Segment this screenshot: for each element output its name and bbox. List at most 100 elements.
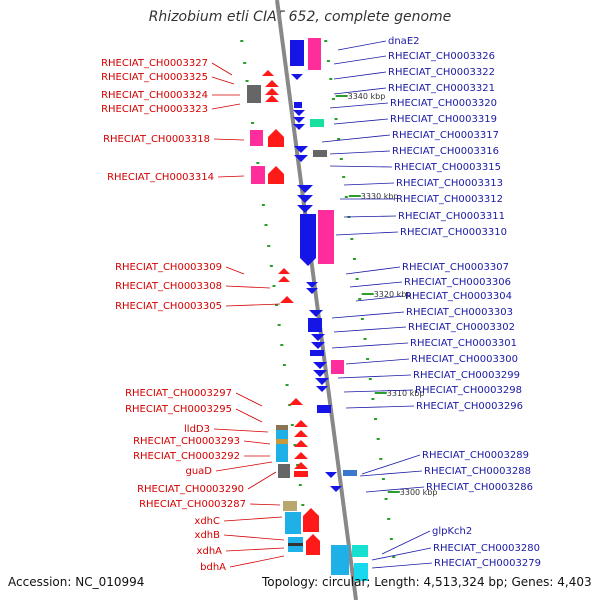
gene-label: RHECIAT_CH0003293 [133, 436, 240, 447]
reverse-arrow-shape [291, 74, 303, 80]
leader-line [243, 440, 271, 445]
gene-block [250, 130, 263, 146]
gene-block [331, 360, 344, 374]
tick-dot [389, 538, 393, 540]
reverse-arrow-shape [297, 195, 313, 203]
reverse-arrow-shape [325, 472, 337, 478]
gene-label: RHECIAT_CH0003303 [406, 307, 513, 318]
gene-block [268, 137, 284, 147]
gene-label: RHECIAT_CH0003297 [125, 388, 232, 399]
reverse-arrow-shape [306, 282, 318, 288]
tick-dot [334, 118, 338, 120]
gene-block [343, 470, 357, 476]
leader-line [217, 175, 245, 178]
ruler-label: 3330 kbp [361, 192, 399, 201]
reverse-arrow-shape [316, 386, 328, 392]
gene-block [310, 350, 324, 356]
leader-line [359, 470, 423, 477]
ruler-label: 3300 kbp [400, 488, 438, 497]
forward-arrow-shape [265, 95, 279, 102]
tick-dot [384, 498, 388, 500]
gene-label: RHECIAT_CH0003312 [396, 194, 503, 205]
leader-line [211, 103, 241, 110]
forward-arrow-shape [303, 508, 319, 516]
gene-block [276, 444, 288, 462]
gene-label: RHECIAT_CH0003306 [404, 277, 511, 288]
leader-line [211, 76, 235, 85]
tick-dot [392, 556, 396, 558]
tick-dot [256, 162, 260, 164]
tick-dot [350, 238, 354, 240]
gene-label: RHECIAT_CH0003325 [101, 72, 208, 83]
reverse-arrow-shape [313, 362, 327, 369]
tick-dot [387, 518, 391, 520]
leader-line [343, 215, 397, 218]
gene-block [306, 541, 320, 555]
tick-dot [344, 196, 348, 198]
tick-dot [293, 444, 297, 446]
gene-label: RHECIAT_CH0003298 [415, 385, 522, 396]
forward-arrow-shape [278, 268, 290, 274]
tick-dot [277, 324, 281, 326]
tick-dot [379, 458, 383, 460]
gene-label: RHECIAT_CH0003287 [139, 499, 246, 510]
gene-block [303, 516, 319, 532]
leader-line [215, 461, 273, 472]
gene-label: RHECIAT_CH0003317 [392, 130, 499, 141]
reverse-arrow-shape [297, 205, 313, 213]
leader-line [371, 562, 433, 569]
tick-dot [381, 478, 385, 480]
tick-dot [363, 338, 367, 340]
gene-label: RHECIAT_CH0003316 [392, 146, 499, 157]
leader-line [345, 405, 415, 409]
reverse-arrow-shape [294, 155, 308, 162]
forward-arrow-shape [294, 462, 308, 469]
tick-dot [366, 358, 370, 360]
tick-dot [339, 158, 343, 160]
leader-line [331, 342, 409, 349]
gene-label: guaD [185, 466, 212, 477]
leader-line [333, 118, 389, 125]
gene-label: RHECIAT_CH0003318 [103, 134, 210, 145]
gene-label: RHECIAT_CH0003314 [107, 172, 214, 183]
gene-block [310, 119, 324, 127]
forward-arrow-shape [294, 420, 308, 427]
gene-label: RHECIAT_CH0003307 [402, 262, 509, 273]
gene-block [276, 430, 288, 439]
gene-block [285, 512, 301, 534]
forward-arrow-shape [265, 80, 279, 87]
ruler-label: 3310 kbp [387, 389, 425, 398]
tick-dot [280, 344, 284, 346]
leader-line [333, 326, 407, 333]
forward-arrow-shape [306, 534, 320, 541]
tick-dot [329, 78, 333, 80]
gene-label: RHECIAT_CH0003327 [101, 58, 208, 69]
gene-block [251, 166, 265, 184]
map-title: Rhizobium etli CIAT 652, complete genome [148, 9, 452, 25]
leader-line [333, 87, 387, 95]
leader-line [335, 231, 399, 236]
leader-line [345, 266, 401, 275]
gene-label: RHECIAT_CH0003301 [410, 338, 517, 349]
tick-dot [368, 378, 372, 380]
gene-label: RHECIAT_CH0003310 [400, 227, 507, 238]
gene-block [294, 102, 302, 108]
leader-line [225, 547, 285, 552]
gene-block [317, 405, 331, 413]
gene-block [268, 174, 284, 184]
leader-line [225, 303, 281, 307]
gene-label: xdhC [194, 516, 220, 527]
genome-backbone [275, 0, 358, 600]
tick-dot [324, 40, 328, 42]
reverse-arrow-shape [311, 342, 325, 349]
tick-dot [360, 318, 364, 320]
reverse-arrow-shape [309, 310, 323, 317]
forward-arrow-shape [265, 88, 279, 95]
tick-dot [326, 60, 330, 62]
gene-label: RHECIAT_CH0003296 [416, 401, 523, 412]
gene-label: RHECIAT_CH0003326 [388, 51, 495, 62]
leader-line [249, 503, 281, 506]
gene-block [276, 439, 288, 444]
tick-dot [282, 364, 286, 366]
